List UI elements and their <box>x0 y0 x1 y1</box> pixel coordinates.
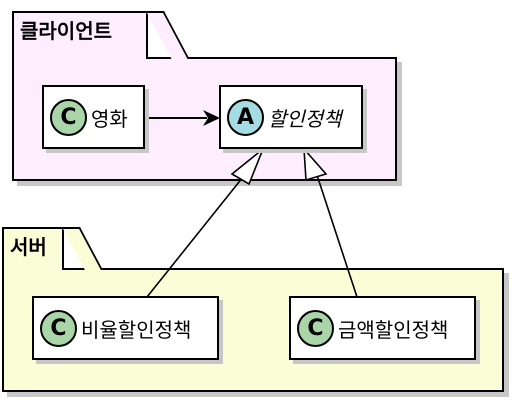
client-package-label: 클라이언트 <box>20 19 112 43</box>
class-icon: C <box>50 98 87 136</box>
class-name-discount-policy: 할인정책 <box>268 106 342 131</box>
class-percent-discount-policy[interactable]: C 비율할인정책 <box>32 296 219 360</box>
server-package-tab: 서버 <box>2 227 64 270</box>
server-package-label: 서버 <box>10 235 47 259</box>
class-amount-discount-policy[interactable]: C 금액할인정책 <box>289 296 476 360</box>
class-name-percent-discount: 비율할인정책 <box>81 317 192 342</box>
class-name-amount-discount: 금액할인정책 <box>338 317 449 342</box>
class-icon: C <box>297 309 334 347</box>
class-icon: C <box>40 309 77 347</box>
generalization-line-percent <box>146 166 252 298</box>
generalization-line-amount <box>314 168 358 298</box>
abstract-class-discount-policy[interactable]: A 할인정책 <box>219 85 363 149</box>
association-arrowhead <box>203 110 220 126</box>
class-movie[interactable]: C 영화 <box>42 85 145 149</box>
client-package-tab: 클라이언트 <box>12 11 148 59</box>
abstract-class-icon: A <box>227 98 264 136</box>
generalization-triangle-percent <box>230 146 265 186</box>
class-name-movie: 영화 <box>91 106 128 131</box>
generalization-triangle-amount <box>303 146 328 182</box>
